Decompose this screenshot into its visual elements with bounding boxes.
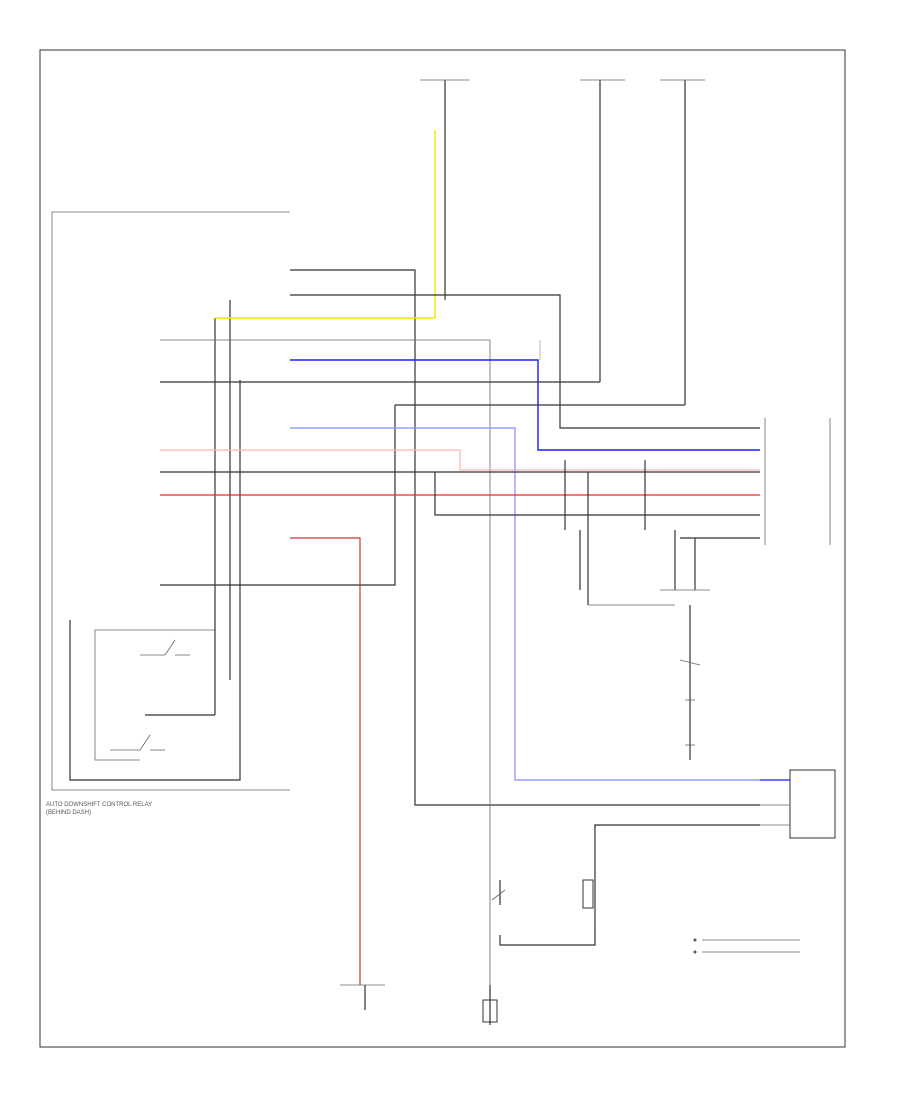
relay-assembly-name-1: AUTO DOWNSHIFT CONTROL RELAY <box>46 802 152 808</box>
bottom-components <box>340 825 596 1025</box>
center-sensors <box>564 460 710 606</box>
diagram-border <box>39 49 846 1048</box>
bottom-component-1 <box>582 879 594 909</box>
bottom-component-2 <box>482 999 498 1023</box>
pink-wire-row <box>160 449 760 471</box>
harness-wires <box>160 269 760 985</box>
lower-right-module <box>789 769 836 839</box>
blue-wire-row-2 <box>290 427 760 781</box>
relay-assembly: AUTO DOWNSHIFT CONTROL RELAY (BEHIND DAS… <box>46 211 290 816</box>
right-connector <box>764 418 831 545</box>
top-power-sources <box>420 79 705 405</box>
red-wire-lower <box>290 537 361 985</box>
lower-right-branch <box>594 605 836 839</box>
legend <box>693 938 800 954</box>
relay-assembly-name-2: (BEHIND DASH) <box>46 810 91 816</box>
relay-switch-lower <box>139 734 151 751</box>
relay-switch-upper <box>164 639 176 656</box>
